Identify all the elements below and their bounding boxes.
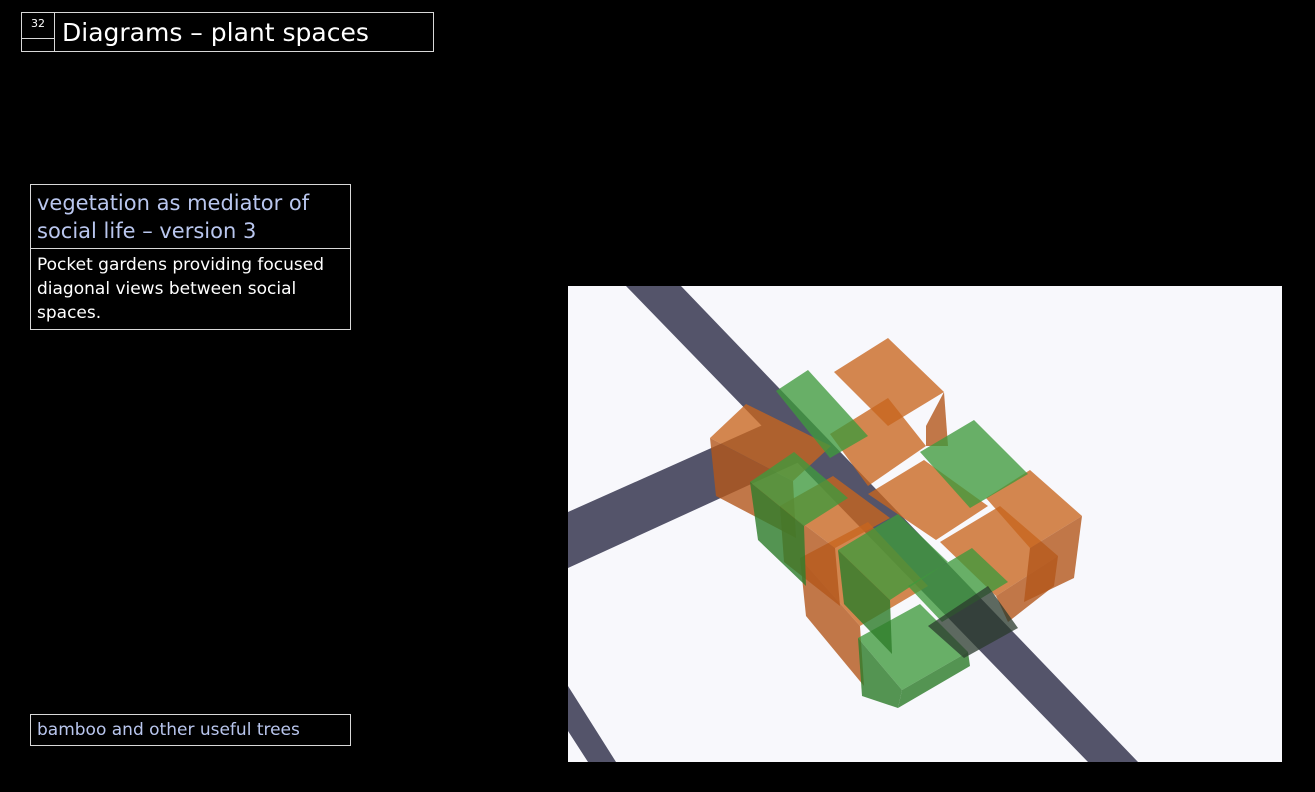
page-title: Diagrams – plant spaces	[62, 18, 369, 47]
path-corner	[568, 686, 616, 762]
diagram-image	[568, 286, 1282, 762]
page-number: 32	[22, 13, 55, 39]
planting-blocks	[710, 338, 1082, 708]
block-diagram-svg	[568, 286, 1138, 762]
panel-heading: vegetation as mediator of social life – …	[31, 185, 350, 249]
footer-label: bamboo and other useful trees	[30, 714, 351, 746]
slide-header: 32 Diagrams – plant spaces	[21, 12, 434, 52]
panel-body: Pocket gardens providing focused diagona…	[37, 255, 325, 323]
page-number-spacer	[22, 39, 55, 51]
description-panel: vegetation as mediator of social life – …	[30, 184, 351, 330]
